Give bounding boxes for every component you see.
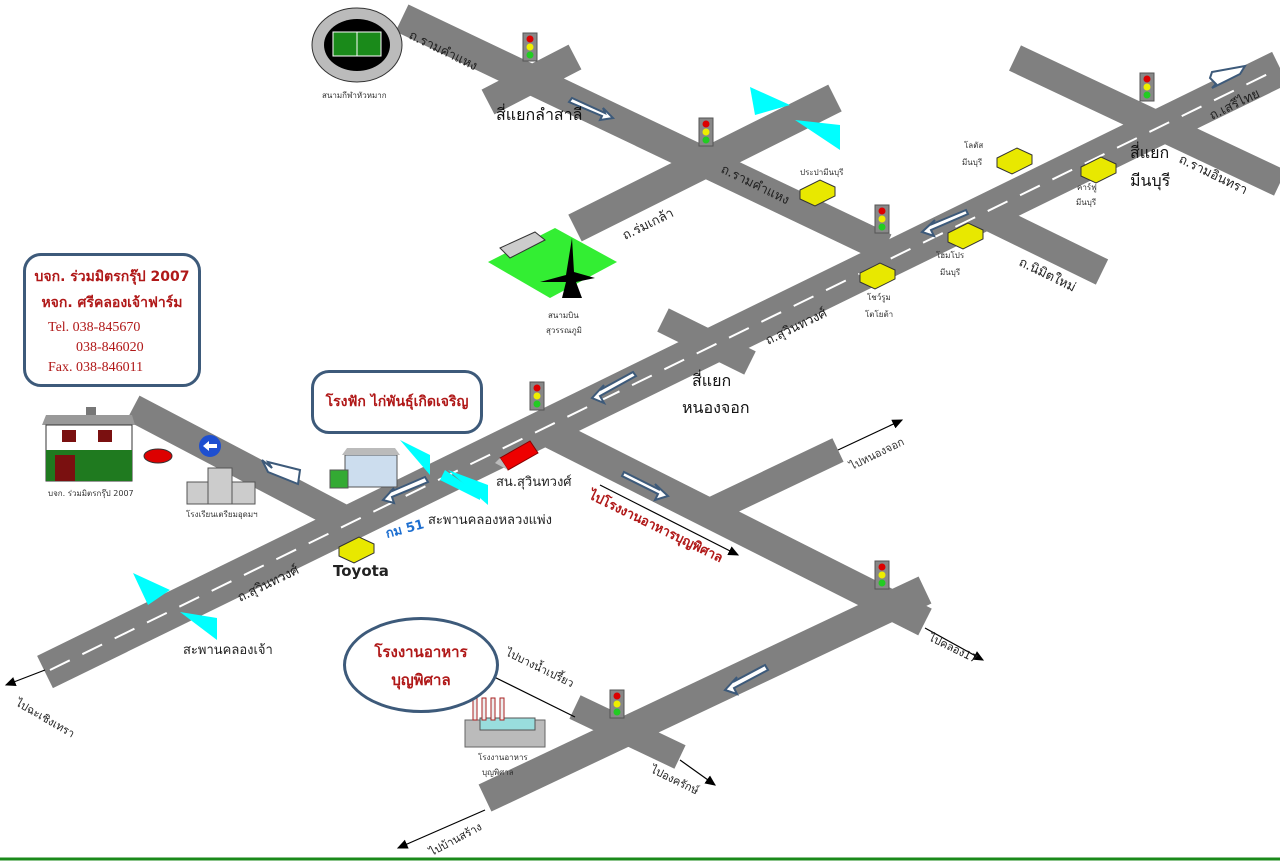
intersection-label-nongchok-2: หนองจอก	[682, 398, 750, 417]
carrefour-label-1: คาร์ฟู	[1077, 182, 1097, 193]
direction-arrow	[620, 470, 670, 502]
road-romklao	[568, 84, 842, 242]
bridge-khlong-chao	[133, 573, 217, 640]
company-contact-bubble: บจก. ร่วมมิตรกรุ๊ป 2007 หจก. ศรีคลองเจ้า…	[23, 253, 201, 387]
intersection-label-lamsali: สี่แยกลำสาลี	[496, 103, 582, 124]
carrefour-building	[1080, 156, 1117, 184]
bridge-ramkhamhaeng	[750, 87, 840, 150]
farm-name: หจก. ศรีคลองเจ้าฟาร์ม	[41, 295, 183, 311]
factory-name-2: บุญพิศาล	[391, 671, 451, 689]
road-lamsali-cross	[481, 44, 582, 115]
direction-arrow	[590, 370, 638, 406]
intersection-label-nongchok-1: สี่แยก	[692, 369, 731, 390]
arrow-to-bansang	[396, 809, 486, 849]
road-to-khlong17	[533, 414, 932, 636]
lotus-building	[996, 147, 1033, 175]
arrow-to-nongchok	[837, 419, 904, 451]
airport-icon	[488, 228, 617, 298]
company-house-icon	[42, 407, 135, 482]
hatchery-name: โรงฟัก ไก่พันธุ์เกิดเจริญ	[325, 394, 469, 410]
car-icon	[143, 448, 173, 464]
arrow-to-factory	[599, 484, 740, 556]
road-bottom	[478, 576, 932, 812]
toyota-showroom-building	[859, 262, 896, 290]
school-label: โรงเรียนเตรียมอุดมฯ	[186, 509, 258, 519]
direction-label-khlong17: ไปคลอง17	[926, 631, 980, 666]
stadium-label: สนามกีฬาหัวหมาก	[322, 91, 387, 100]
stadium-icon	[311, 7, 403, 83]
airport-label-2: สุวรรณภูมิ	[546, 326, 582, 336]
homepro-label-2: มีนบุรี	[940, 268, 961, 277]
direction-label-bansang: ไปบ้านสร้าง	[426, 820, 484, 859]
direction-arrow	[920, 208, 970, 238]
arrow-to-khlong17	[924, 627, 985, 661]
homepro-building	[947, 222, 984, 250]
phone-1: Tel. 038-845670	[48, 320, 141, 335]
phone-2: 038-846020	[76, 340, 144, 355]
no-entry-sign	[199, 435, 221, 457]
airport-label-1: สนามบิน	[548, 311, 579, 320]
direction-arrow	[567, 96, 616, 122]
direction-arrow	[723, 663, 770, 696]
road-ongkharak-cross	[569, 695, 686, 769]
factory-name-1: โรงงานอาหาร	[374, 643, 468, 661]
police-station-label: สน.สุวินทวงศ์	[496, 474, 572, 490]
toyota-dealer-building	[338, 536, 375, 564]
company-name: บจก. ร่วมมิตรกรุ๊ป 2007	[34, 269, 190, 285]
intersection-label-minburi-2: มีนบุรี	[1130, 171, 1171, 191]
lotus-label-1: โลตัส	[964, 140, 983, 150]
bridge-label-luang-phaeng: สะพานคลองหลวงแพ่ง	[428, 513, 552, 528]
direction-label-chachoengsao: ไปฉะเชิงเทรา	[13, 696, 77, 741]
factory-bubble: โรงงานอาหาร บุญพิศาล	[343, 617, 499, 713]
fax-number: Fax. 038-846011	[48, 360, 144, 375]
showroom-label-2: โตโยต้า	[865, 309, 893, 319]
carrefour-label-2: มีนบุรี	[1076, 198, 1097, 207]
traffic-lights	[522, 32, 1155, 719]
company-house-label: บจก. ร่วมมิตรกรุ๊ป 2007	[48, 488, 134, 498]
arrow-to-ongkharak	[679, 759, 716, 786]
homepro-label-1: โฮมโปร	[936, 250, 965, 260]
road-school	[126, 395, 357, 535]
hatchery-bubble: โรงฟัก ไก่พันธุ์เกิดเจริญ	[311, 370, 483, 434]
school-icon	[186, 467, 256, 505]
waterworks-label: ประปามีนบุรี	[800, 168, 844, 177]
bridge-khlong-luang-phaeng	[400, 440, 488, 505]
arrow-to-chachoengsao	[4, 669, 46, 687]
road-ramkhamhaeng	[395, 4, 892, 262]
police-station-icon	[495, 440, 539, 471]
factory-icon	[464, 697, 546, 748]
road-centerline	[49, 68, 1279, 671]
direction-label-nongchok: ไปหนองจอก	[847, 435, 907, 473]
waterworks-building	[799, 179, 836, 207]
factory-label-2: บุญพิศาล	[482, 768, 514, 777]
factory-label-1: โรงงานอาหาร	[478, 752, 528, 762]
direction-label-bangnamprieo: ไปบางน้ำเปรี้ยว	[503, 644, 577, 690]
lotus-label-2: มีนบุรี	[962, 158, 983, 167]
toyota-label: Toyota	[333, 562, 389, 580]
intersection-label-minburi-1: สี่แยก	[1130, 141, 1169, 162]
road-to-nongchok	[706, 438, 844, 522]
showroom-label-1: โชว์รูม	[867, 292, 891, 303]
hatchery-building-icon	[329, 448, 400, 489]
bridge-label-khlong-chao: สะพานคลองเจ้า	[183, 643, 273, 658]
direction-arrow	[381, 475, 430, 505]
direction-arrow	[261, 459, 302, 486]
direction-arrow	[1208, 64, 1248, 89]
